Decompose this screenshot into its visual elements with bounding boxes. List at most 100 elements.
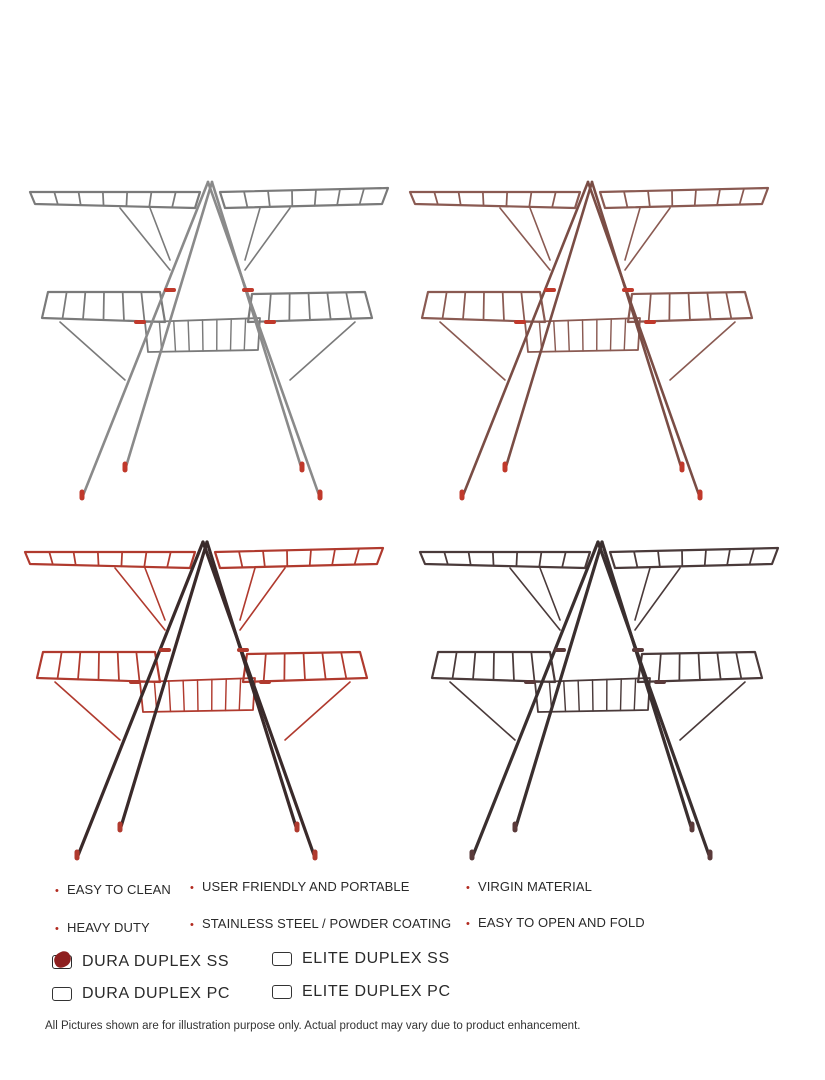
rack-leg: [503, 180, 594, 472]
rack-rung: [358, 187, 365, 206]
variant-dura-duplex-pc[interactable]: DURA DUPLEX PC: [52, 985, 230, 1003]
rack-rung: [491, 551, 495, 567]
rack-rung: [726, 548, 731, 567]
drying-rack-illustration: [23, 540, 385, 861]
rack-rung: [703, 548, 707, 567]
rack-rung: [492, 651, 495, 681]
bullet-icon: •: [55, 885, 59, 897]
drying-rack-illustration: [408, 180, 770, 501]
rack-rung: [563, 680, 567, 713]
rack-rung: [553, 320, 557, 353]
rack-leg: [590, 180, 684, 472]
rack-rung: [441, 291, 448, 320]
rack-rung: [505, 191, 509, 208]
rack-leg: [470, 540, 600, 860]
rack-leg: [118, 540, 209, 832]
rack-rung: [528, 191, 533, 208]
rack-leg: [80, 180, 210, 500]
rack-wing: [218, 186, 390, 210]
rack-rung: [96, 551, 100, 567]
rack-rung: [140, 291, 146, 323]
feature-virgin-material: • VIRGIN MATERIAL: [466, 879, 592, 894]
rack-rung: [515, 551, 519, 568]
rack-rung: [725, 291, 733, 320]
rack-rung: [716, 651, 722, 681]
rack-rung: [148, 191, 153, 208]
rack-leg: [75, 540, 205, 860]
rack-support: [149, 207, 171, 261]
rack-wing: [408, 190, 582, 210]
variant-elite-duplex-ss[interactable]: ELITE DUPLEX SS: [272, 950, 450, 968]
rack-rung: [345, 291, 353, 320]
rack-rung: [735, 651, 743, 680]
variant-elite-duplex-pc[interactable]: ELITE DUPLEX PC: [272, 983, 451, 1001]
rack-rung: [121, 291, 125, 322]
feature-label: VIRGIN MATERIAL: [477, 879, 592, 894]
checkbox-checked-icon[interactable]: [52, 955, 72, 969]
rack-support: [499, 207, 551, 271]
variant-dura-duplex-ss[interactable]: DURA DUPLEX SS: [52, 953, 229, 971]
product-image-stainless: [20, 170, 400, 515]
rack-support: [529, 207, 551, 261]
feature-stainless-powder: •STAINLESS STEEL / POWDER COATING: [190, 916, 451, 931]
rack-rung: [619, 678, 622, 712]
rack-leg: [600, 540, 694, 832]
rack-wing: [534, 677, 651, 713]
rack-wing: [139, 677, 256, 713]
rack-rung: [56, 651, 63, 680]
rack-leg: [460, 180, 590, 500]
rack-support: [239, 567, 286, 631]
rack-rung: [321, 651, 327, 681]
rack-rung: [716, 188, 721, 207]
rack-leg: [596, 540, 712, 860]
bullet-icon: •: [190, 919, 194, 931]
rack-rung: [577, 679, 580, 712]
rack-rung: [657, 652, 662, 683]
rack-rung: [101, 191, 105, 207]
rack-rung: [201, 319, 204, 352]
bullet-icon: •: [190, 882, 194, 894]
rack-support: [244, 207, 261, 261]
rack-rung: [697, 652, 701, 681]
rack-support: [679, 681, 746, 741]
rack-rung: [633, 677, 637, 711]
drying-rack-illustration: [28, 180, 390, 501]
rack-rung: [182, 679, 185, 712]
rack-rung: [693, 188, 697, 207]
rack-support: [244, 207, 291, 271]
rack-rung: [482, 291, 485, 321]
rack-support: [669, 321, 736, 381]
rack-rung: [591, 679, 594, 712]
rack-rung: [530, 651, 536, 683]
rack-rung: [102, 291, 105, 321]
rack-rung: [262, 549, 266, 568]
checkbox-icon[interactable]: [272, 985, 292, 999]
feature-label: EASY TO OPEN AND FOLD: [477, 915, 645, 930]
checkbox-icon[interactable]: [52, 987, 72, 1001]
checkbox-icon[interactable]: [272, 952, 292, 966]
rack-rung: [77, 651, 82, 681]
rack-rung: [143, 551, 148, 568]
rack-rung: [166, 551, 172, 569]
rack-rung: [135, 651, 141, 683]
rack-rung: [224, 678, 227, 712]
rack-rung: [609, 318, 612, 352]
rack-rung: [657, 549, 661, 568]
rack-rung: [647, 189, 651, 208]
variant-label: DURA DUPLEX SS: [82, 953, 230, 970]
rack-rung: [313, 188, 317, 207]
rack-rung: [238, 677, 242, 711]
rack-support: [634, 567, 681, 631]
product-image-black-powder: [410, 530, 790, 875]
rack-support: [114, 567, 166, 631]
rack-leg: [513, 540, 604, 832]
rack-rung: [451, 651, 458, 680]
rack-rung: [647, 292, 652, 323]
feature-label: HEAVY DUTY: [66, 920, 150, 935]
bullet-icon: •: [466, 882, 470, 894]
rack-wing: [144, 317, 261, 353]
feature-user-friendly: •USER FRIENDLY AND PORTABLE: [190, 879, 409, 894]
rack-rung: [472, 651, 477, 681]
rack-rung: [457, 191, 462, 207]
rack-leg: [210, 180, 304, 472]
